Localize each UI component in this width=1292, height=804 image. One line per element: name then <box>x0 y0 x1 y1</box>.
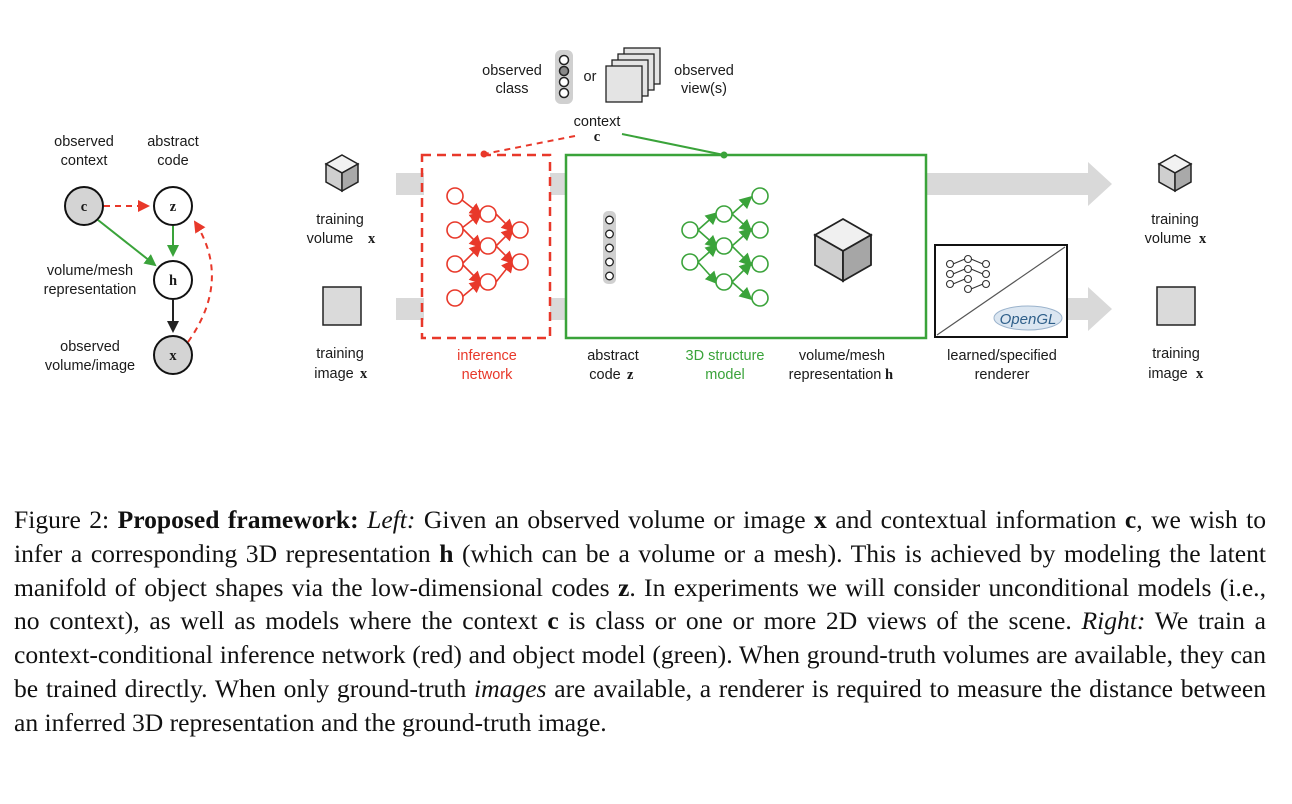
caption-right: Right: <box>1081 606 1146 636</box>
structure-model-nodes <box>681 187 769 307</box>
training-volume-in-2: volume <box>307 231 354 247</box>
framework-figure: observed context abstract code volume/me… <box>44 47 1207 383</box>
caption-text-7: We train a context-conditional inference… <box>14 606 1266 703</box>
context-symbol: c <box>594 129 601 145</box>
observed-context-label-2: context <box>61 153 108 169</box>
structure-model-label-2: model <box>705 367 745 383</box>
training-volume-in-sym: x <box>368 231 376 247</box>
caption-text-1: Given an observed volume or image <box>415 505 815 534</box>
renderer-network-icon <box>945 254 991 294</box>
caption-c2: c <box>547 606 559 636</box>
volume-mesh-label-2: representation <box>44 282 137 298</box>
training-volume-out-1: training <box>1151 212 1199 228</box>
flow-arrows <box>396 162 1112 331</box>
node-c-label: c <box>81 199 88 215</box>
abstract-code-sym: z <box>627 367 634 383</box>
training-image-in-2: image <box>314 366 354 382</box>
volume-mesh-label-1: volume/mesh <box>47 263 133 279</box>
abstract-code-label-1: abstract <box>147 134 199 150</box>
abstract-code-icon <box>603 211 616 284</box>
image-icon-input <box>322 286 362 326</box>
opengl-text: OpenGL <box>1000 311 1057 328</box>
inference-network-label-2: network <box>462 367 514 383</box>
renderer-label-1: learned/specified <box>947 348 1057 364</box>
caption-text-2: and contextual information <box>826 505 1125 534</box>
abstract-code-label-1: abstract <box>587 348 639 364</box>
caption-z: z <box>617 572 630 602</box>
observed-views-icon <box>605 47 661 103</box>
observed-class-icon <box>555 50 573 104</box>
context-to-inference-edge <box>483 135 576 155</box>
volume-mesh-label-1: volume/mesh <box>799 348 885 364</box>
observed-volume-label-1: observed <box>60 339 120 355</box>
caption-c: c <box>1124 505 1137 534</box>
graphical-model: observed context abstract code volume/me… <box>44 134 213 375</box>
caption-text-3: , we wish to infer a corresponding 3D re… <box>14 505 1267 568</box>
figure-caption: Figure 2: Proposed framework: Left: Give… <box>14 503 1266 740</box>
training-volume-out-sym: x <box>1199 231 1207 247</box>
training-image-in-1: training <box>316 346 364 362</box>
renderer-label-2: renderer <box>975 367 1030 383</box>
context-label: context <box>574 114 621 130</box>
caption-text-8: are available, a renderer is required to… <box>14 673 1267 737</box>
observed-views-label-2: view(s) <box>681 81 727 97</box>
cube-icon-representation <box>813 217 873 283</box>
inference-network-nodes <box>446 187 529 307</box>
node-h <box>153 260 193 300</box>
training-image-out-1: training <box>1152 346 1200 362</box>
structure-model-box <box>564 153 928 340</box>
training-volume-in-1: training <box>316 212 364 228</box>
or-label: or <box>584 69 597 85</box>
caption-x: x <box>814 505 827 534</box>
inference-network-label-1: inference <box>457 348 517 364</box>
observed-context-label-1: observed <box>54 134 114 150</box>
caption-left: Left: <box>367 505 416 534</box>
caption-bold: Proposed framework: <box>117 505 359 534</box>
x-to-z-edge <box>187 220 213 343</box>
abstract-code-label-2: code <box>157 153 188 169</box>
cube-icon-input <box>324 154 360 193</box>
node-x-label: x <box>169 348 177 364</box>
caption-text-6: is class or one or more 2D views of the … <box>558 606 1082 636</box>
volume-mesh-label-2: representation <box>789 367 882 383</box>
observed-volume-label-2: volume/image <box>45 358 135 374</box>
node-z-label: z <box>170 199 177 215</box>
structure-model-label-1: 3D structure <box>686 348 765 364</box>
cube-icon-output <box>1157 154 1193 193</box>
training-image-out-sym: x <box>1196 366 1204 382</box>
observed-views-label-1: observed <box>674 63 734 79</box>
training-image-in-sym: x <box>360 366 368 382</box>
caption-h: h <box>439 538 454 568</box>
node-z <box>153 186 193 226</box>
training-image-out-2: image <box>1148 366 1188 382</box>
caption-text-5: . In experiments we will consider uncond… <box>14 572 1266 636</box>
node-c <box>64 186 104 226</box>
inference-network-box <box>420 153 552 340</box>
observed-class-label-2: class <box>495 81 528 97</box>
context-to-model-edge <box>621 133 725 156</box>
caption-text-4: (which can be a volume or a mesh). This … <box>14 538 1266 602</box>
caption-images: images <box>474 673 547 703</box>
observed-class-label-1: observed <box>482 63 542 79</box>
node-h-label: h <box>169 273 177 289</box>
training-volume-out-2: volume <box>1145 231 1192 247</box>
c-to-h-edge <box>97 219 157 267</box>
opengl-logo: OpenGL <box>993 305 1063 331</box>
volume-mesh-sym: h <box>885 367 893 383</box>
abstract-code-label-2: code <box>589 367 620 383</box>
node-x <box>153 335 193 375</box>
image-icon-output <box>1156 286 1196 326</box>
caption-label: Figure 2: <box>14 505 110 534</box>
